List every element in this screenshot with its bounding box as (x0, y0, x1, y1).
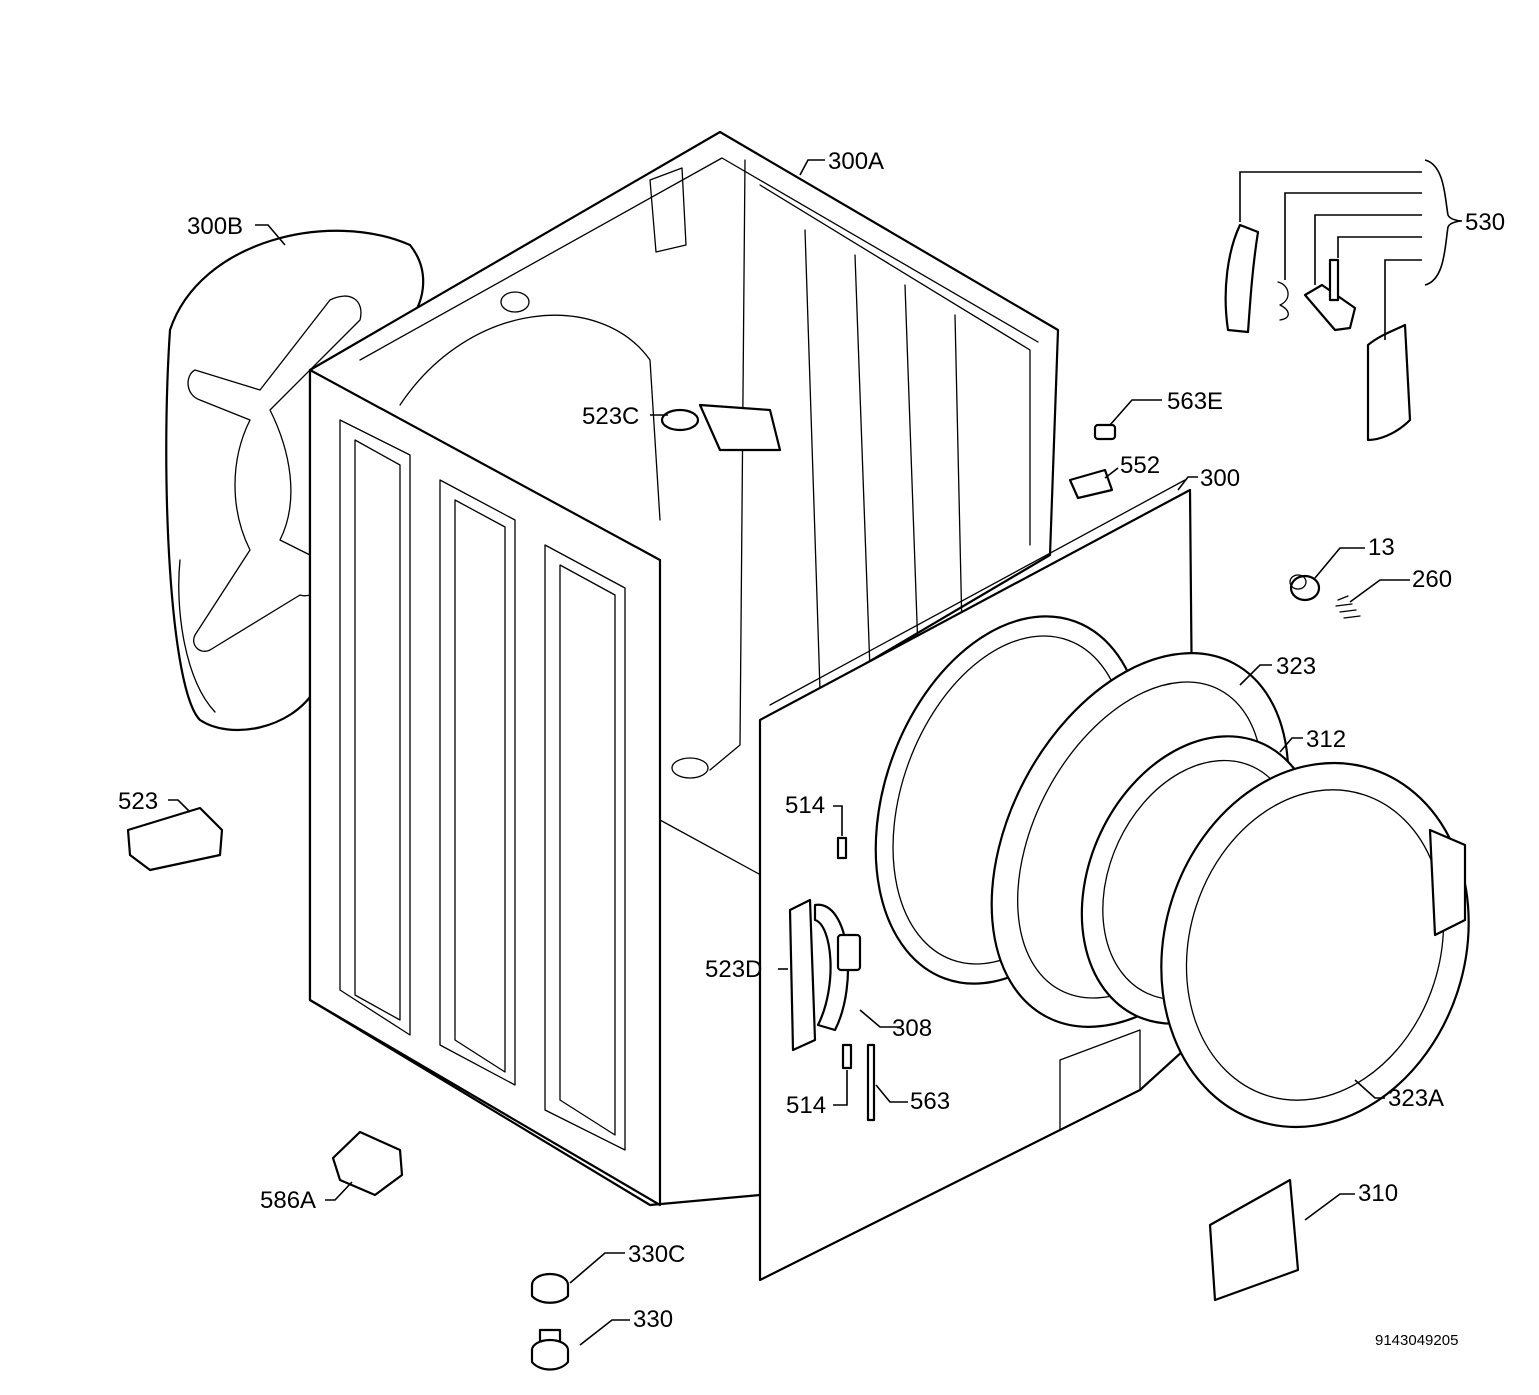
part-563e-sensor (1093, 423, 1117, 441)
part-523d-bracket (788, 898, 817, 1052)
label-552: 552 (1120, 452, 1160, 479)
label-300: 300 (1200, 465, 1240, 492)
part-523-clip (126, 806, 224, 872)
label-300b: 300B (187, 213, 243, 240)
leader-lines (168, 159, 1463, 1346)
part-330-foot (530, 1328, 570, 1371)
label-563: 563 (910, 1088, 950, 1115)
part-labels: 300A 300B 530 523C 563E 552 300 13 260 3… (118, 148, 1505, 1349)
label-323a: 323A (1388, 1085, 1444, 1112)
part-330c-foot-nut (530, 1272, 570, 1304)
part-530-hinge-set (1224, 223, 1412, 442)
label-530: 530 (1465, 209, 1505, 236)
part-13-bush (1289, 574, 1321, 602)
part-308-hinge (813, 903, 862, 1032)
label-308: 308 (892, 1015, 932, 1042)
part-552-bracket (1068, 468, 1114, 500)
label-300a: 300A (828, 148, 884, 175)
part-586a-bracket (331, 1130, 404, 1197)
label-260: 260 (1412, 566, 1452, 593)
part-260-spring (1335, 595, 1361, 619)
drawing-code: 9143049205 (1375, 1332, 1458, 1349)
part-514-screw-upper (836, 836, 848, 860)
part-323a-outer-door-ring (1160, 761, 1470, 1129)
label-514-upper: 514 (785, 792, 825, 819)
label-323: 323 (1276, 653, 1316, 680)
label-523: 523 (118, 788, 158, 815)
label-312: 312 (1306, 726, 1346, 753)
label-514-lower: 514 (786, 1092, 826, 1119)
part-523c-clip (660, 403, 782, 452)
label-330: 330 (633, 1306, 673, 1333)
label-13: 13 (1368, 534, 1395, 561)
label-586a: 586A (260, 1187, 316, 1214)
label-523d: 523D (705, 956, 762, 983)
part-563-rod (866, 1043, 876, 1122)
part-514-screw-lower (841, 1043, 853, 1070)
cabinet-side-panel (308, 368, 662, 1207)
label-523c: 523C (582, 403, 639, 430)
label-330c: 330C (628, 1241, 685, 1268)
label-310: 310 (1358, 1180, 1398, 1207)
part-310-cover (1208, 1178, 1300, 1302)
label-563e: 563E (1167, 388, 1223, 415)
